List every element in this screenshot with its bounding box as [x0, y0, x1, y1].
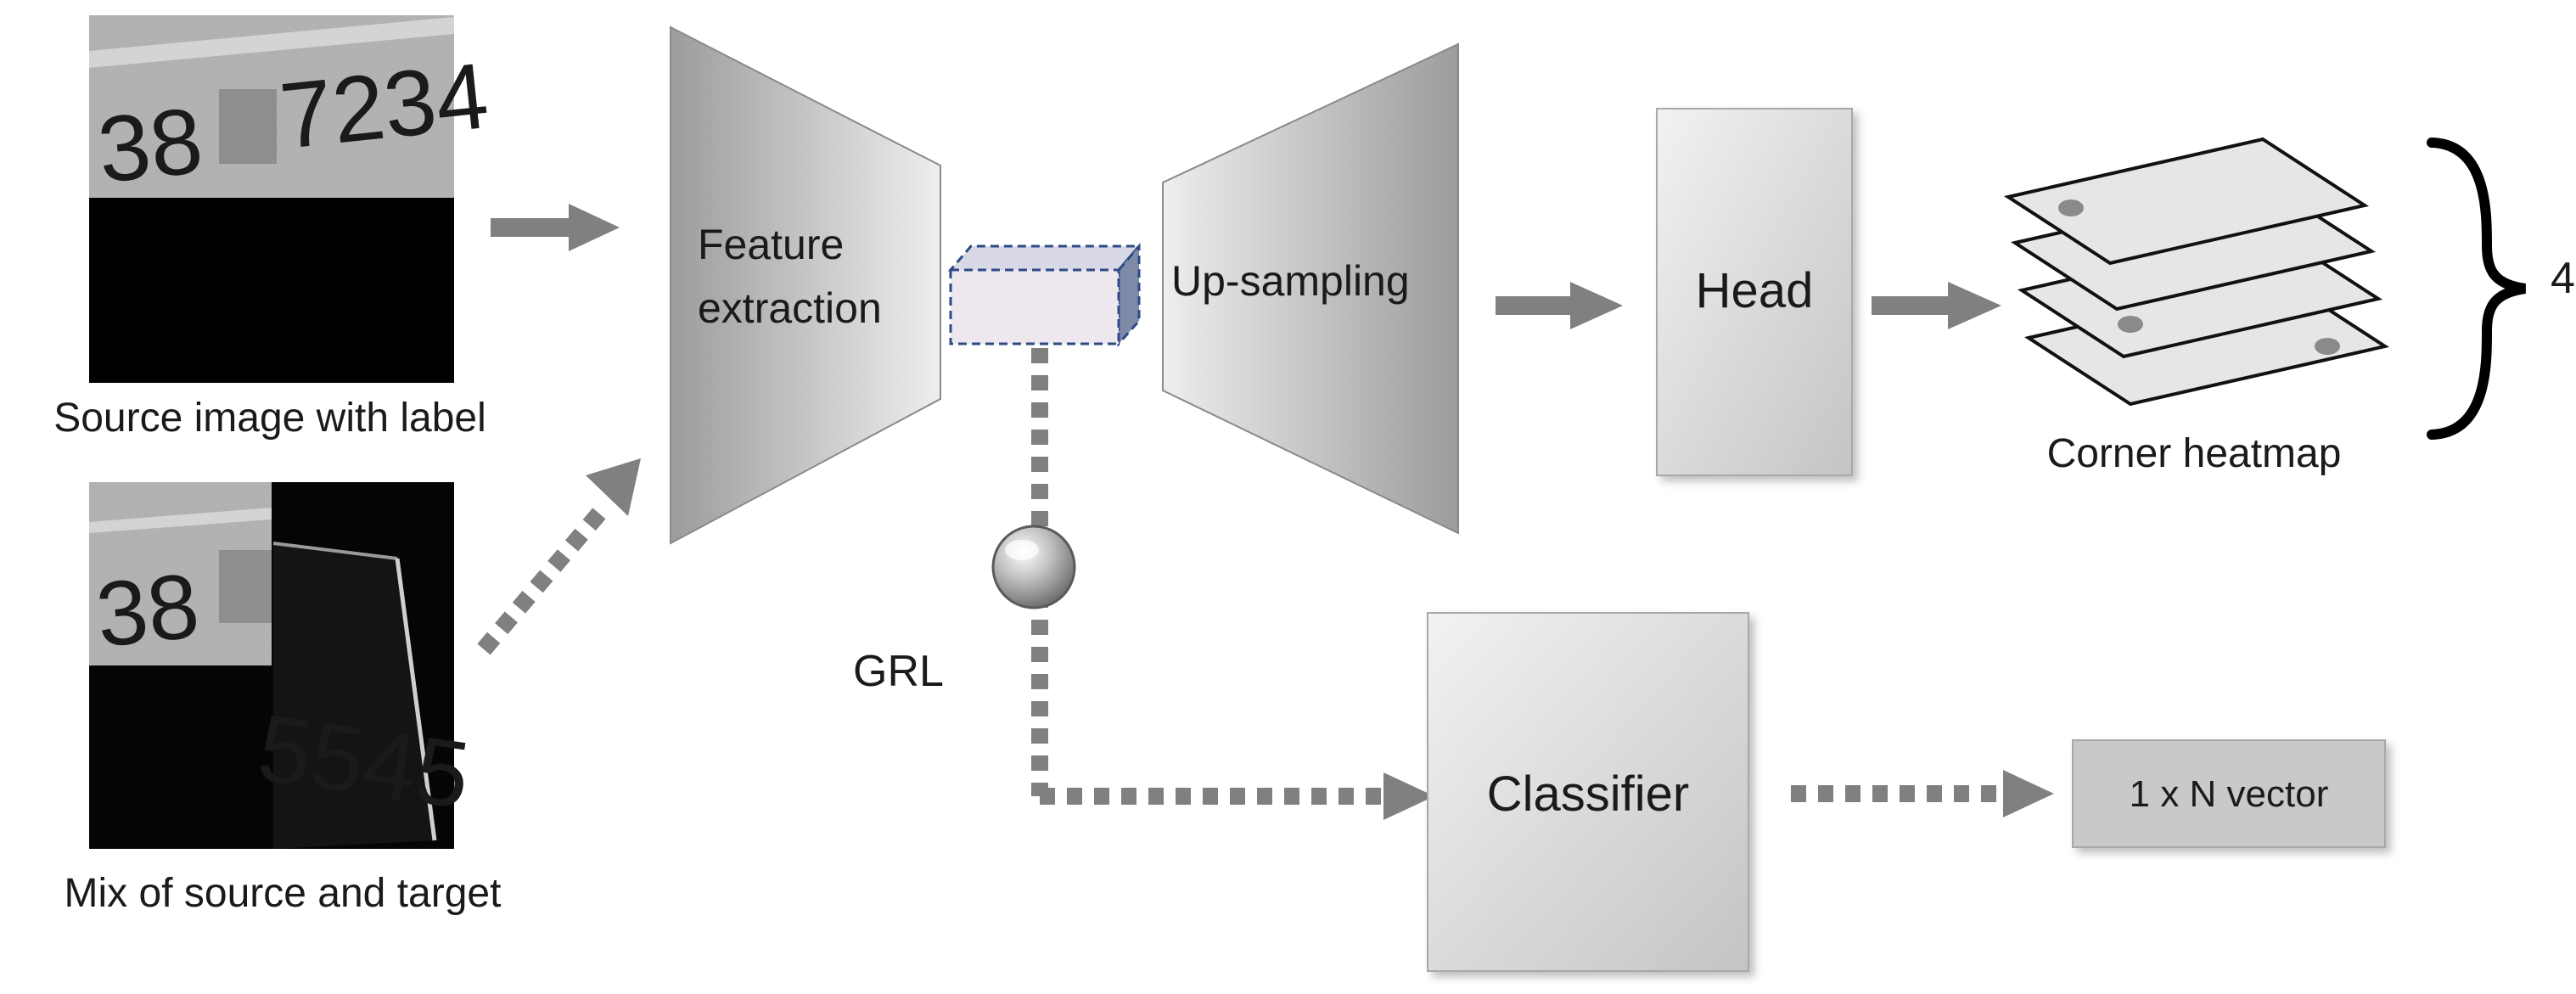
mix-image: 38 5545 Mix of source and target	[65, 482, 502, 916]
feature-extraction-label-2: extraction	[698, 284, 882, 332]
classifier-block: Classifier	[1427, 612, 1749, 972]
mix-input-arrow	[477, 458, 641, 655]
head-label: Head	[1696, 263, 1814, 318]
to-head-arrow	[1496, 282, 1623, 329]
heatmap-count-brace: 4	[2427, 138, 2575, 440]
heatmap-corner-dot	[2058, 199, 2084, 216]
output-vector-box: 1 x N vector	[2072, 739, 2386, 848]
heatmap-caption: Corner heatmap	[2047, 431, 2342, 476]
source-plate-mask	[219, 89, 277, 164]
heatmap-corner-dot	[2118, 316, 2143, 333]
mix-plate-left: 38	[92, 553, 204, 666]
latent-feature-box	[947, 242, 1142, 347]
source-image-caption: Source image with label	[53, 396, 486, 441]
grl-node	[991, 525, 1076, 609]
output-vector-label: 1 x N vector	[2130, 773, 2329, 815]
upsampling-block: Up-sampling	[1162, 42, 1459, 535]
to-heatmap-arrow	[1872, 282, 2001, 329]
source-plate-left: 38	[93, 88, 208, 203]
feature-extraction-block: Feature extraction	[670, 25, 941, 545]
source-image: 38 7234 Source image with label	[53, 15, 493, 441]
head-block: Head	[1656, 108, 1853, 476]
upsampling-label: Up-sampling	[1171, 257, 1410, 305]
heatmap-corner-dot	[2315, 338, 2340, 355]
grl-label: GRL	[853, 647, 944, 696]
source-input-arrow	[491, 204, 620, 251]
feature-extraction-label-1: Feature	[698, 221, 844, 268]
source-plate-right: 7234	[276, 43, 493, 169]
to-vector-arrow	[1791, 770, 2054, 817]
mix-image-caption: Mix of source and target	[65, 871, 502, 916]
heatmap-count: 4	[2551, 254, 2575, 303]
classifier-label: Classifier	[1487, 767, 1690, 822]
heatmap-plane-1	[2003, 137, 2370, 266]
corner-heatmap-stack: Corner heatmap	[2003, 137, 2390, 476]
